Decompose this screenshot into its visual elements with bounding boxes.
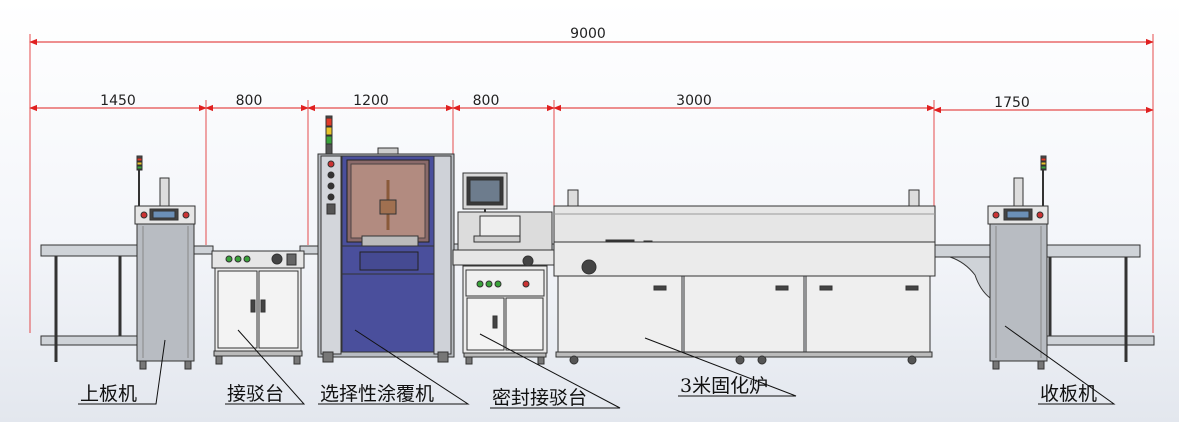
machine-coater [317,115,455,363]
label-sealed-conveyor: 密封接驳台 [492,387,587,409]
label-oven: 3米固化炉 [680,375,768,397]
machine-sealed-conveyor [452,172,557,365]
dimension-segment-5: 3000 [553,93,935,112]
dimension-segment-6: 1750 [933,95,1154,114]
label-loader: 上板机 [80,383,137,405]
leader-lines [78,325,1116,409]
dimension-segment-2-label: 800 [236,93,263,109]
dimension-segment-4-label: 800 [473,93,500,109]
dimension-segment-3: 1200 [307,93,454,112]
dimension-overall-label: 9000 [570,26,606,42]
dimension-segment-3-label: 1200 [353,93,389,109]
machine-conveyor [211,250,305,365]
dimension-segment-5-label: 3000 [676,93,712,109]
label-conveyor: 接驳台 [227,383,284,405]
dimension-overall: 9000 [29,26,1154,46]
dimension-segment-1: 1450 [29,93,207,112]
machine-oven [553,189,936,365]
label-coater: 选择性涂覆机 [320,383,434,405]
dimension-segment-1-label: 1450 [100,93,136,109]
machine-loader [134,155,196,370]
machine-unloader [987,155,1049,370]
dimension-segment-4: 800 [452,93,555,112]
dimension-segment-2: 800 [205,93,309,112]
dimension-segment-6-label: 1750 [994,95,1030,111]
label-unloader: 收板机 [1040,383,1097,405]
